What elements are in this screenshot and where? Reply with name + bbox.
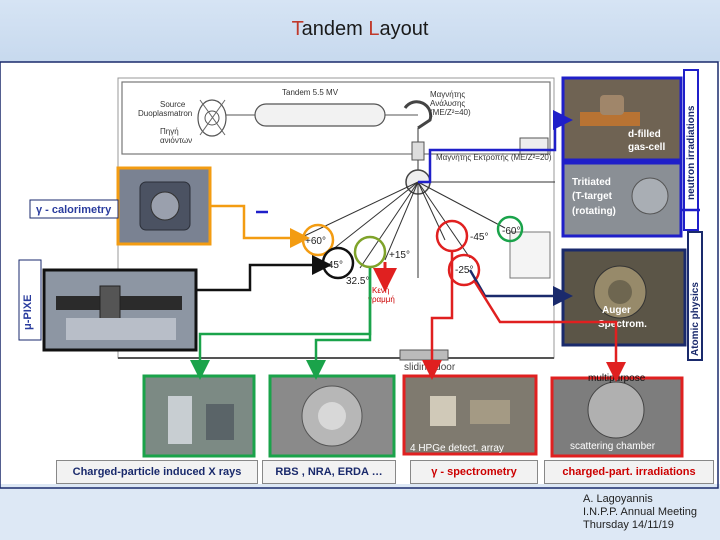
neutron-irradiations-label: neutron irradiations xyxy=(686,105,697,200)
hpge-array-photo xyxy=(402,374,538,456)
rbs-link xyxy=(306,268,372,380)
credit-author: A. Lagoyannis xyxy=(583,493,653,505)
analyzing-magnet-drawing xyxy=(403,100,433,130)
neutron-label-box xyxy=(683,69,699,231)
credit-block: A. Lagoyannis I.N.P.P. Annual Meeting Th… xyxy=(583,493,697,532)
hpge-link xyxy=(422,251,454,380)
page-title: Tandem Layout xyxy=(291,18,429,40)
outer-frame xyxy=(0,61,719,489)
neutron-link xyxy=(418,110,573,184)
angle-label-45: +45° xyxy=(322,260,343,271)
credit-meeting: I.N.P.P. Annual Meeting xyxy=(583,506,697,518)
empty-line-label-2: γραμμή xyxy=(368,295,395,304)
source-label: Source xyxy=(160,100,186,109)
source-label-3: Πηγή xyxy=(160,127,179,136)
gamma-calorimetry-label-box xyxy=(29,199,119,219)
multipurpose-label: multipurpose xyxy=(588,373,646,384)
sliding-door-drawing xyxy=(399,349,449,361)
tandem-tank-drawing xyxy=(254,103,386,127)
caption-gamma-spectrometry: γ - spectrometry xyxy=(410,460,538,484)
atomic-physics-label: Atomic physics xyxy=(690,282,701,356)
angle-label-m60: -60° xyxy=(502,226,520,237)
calorimetry-link xyxy=(210,204,310,248)
atomic-label-box xyxy=(687,231,703,361)
auger-label: Auger xyxy=(602,305,631,316)
caption-xray: Charged-particle induced X rays xyxy=(56,460,258,484)
caption-rbs: RBS , NRA, ERDA … xyxy=(262,460,396,484)
port-circle-30 xyxy=(353,235,387,269)
ion-source-drawing xyxy=(197,99,227,137)
sliding-door-label: sliding door xyxy=(404,362,456,373)
angle-label-m25: -25° xyxy=(455,265,473,276)
credit-date: Thursday 14/11/19 xyxy=(583,519,674,531)
source-label-4: ανιόντων xyxy=(160,136,192,145)
empty-line-label: Κενή xyxy=(372,286,389,295)
scattering-link xyxy=(473,281,626,382)
angle-label-60: +60° xyxy=(305,236,326,247)
beamline-fan xyxy=(299,181,555,278)
port-circle-m60 xyxy=(496,215,524,243)
magnet-label-3: (ME/Z²=40) xyxy=(430,108,471,117)
tritiated-label-2: (T-target xyxy=(572,191,613,202)
d-filled-label: d-filled xyxy=(628,129,661,140)
hpge-label: 4 HPGe detect. array xyxy=(410,443,504,454)
pixe-link xyxy=(196,255,332,292)
magnet-label: Μαγνήτης xyxy=(430,90,465,99)
d-filled-label-2: gas-cell xyxy=(628,142,665,153)
tandem-label: Tandem 5.5 MV xyxy=(282,88,339,97)
title-band xyxy=(0,0,720,62)
switching-magnet-label: Μαγνήτης Εκτροπής (ME/Z²=20) xyxy=(436,153,552,162)
x-ray-photo xyxy=(142,374,256,458)
magnet-label-2: Ανάλυσης xyxy=(430,99,465,108)
auger-label-2: Spectrom. xyxy=(598,319,647,330)
angle-label-30: 32.5° xyxy=(346,276,369,287)
source-label-2: Duoplasmatron xyxy=(138,109,192,118)
tritiated-label-3: (rotating) xyxy=(572,206,616,217)
scattering-chamber-label: scattering chamber xyxy=(570,441,656,452)
angle-label-m45: -45° xyxy=(470,232,488,243)
mu-pixe-label: μ-PIXE xyxy=(22,294,34,330)
port-circle-m25 xyxy=(447,253,481,287)
caption-charged-particle-irradiations: charged-part. irradiations xyxy=(544,460,714,484)
tritiated-label: Tritiated xyxy=(572,177,611,188)
mu-pixe-label-box xyxy=(18,259,42,341)
angle-label-15: +15° xyxy=(389,250,410,261)
gamma-calorimetry-label: γ - calorimetry xyxy=(36,204,112,216)
